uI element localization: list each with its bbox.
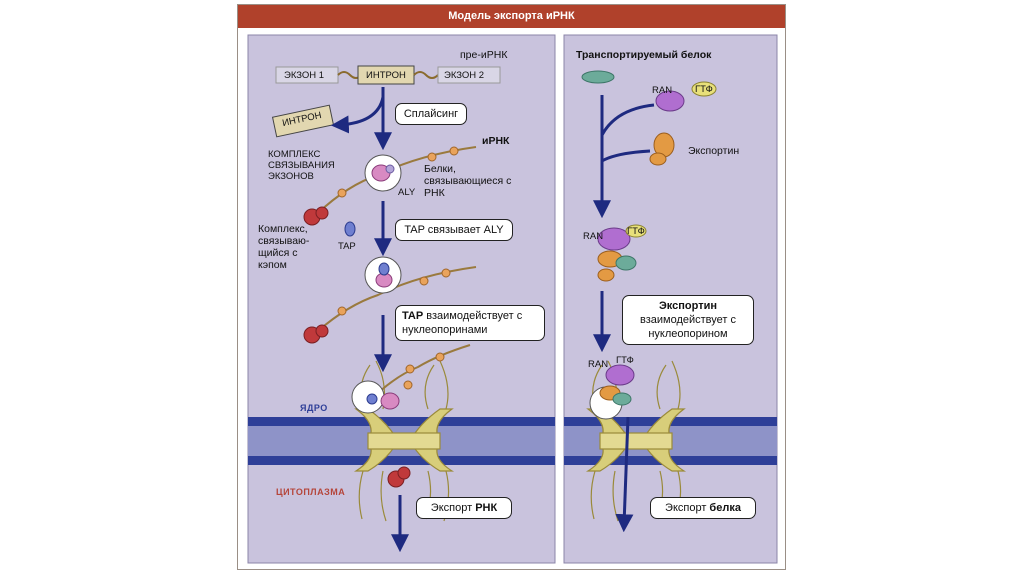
cargo-protein bbox=[581, 70, 615, 84]
tap-interacts-box: TAP взаимодействует с нуклеопоринами bbox=[395, 305, 545, 341]
exportin-protein bbox=[649, 132, 675, 166]
pre-mrna-label: пре-иРНК bbox=[460, 49, 508, 61]
ejc-label: КОМПЛЕКС СВЯЗЫВАНИЯ ЭКЗОНОВ bbox=[268, 149, 335, 182]
exportin-label: Экспортин bbox=[688, 145, 740, 157]
tap-interacts-rest: взаимодействует с нуклеопоринами bbox=[402, 310, 523, 336]
rna-binding-proteins bbox=[337, 146, 459, 374]
exon-junction-complex bbox=[364, 154, 402, 192]
exportin-interacts-bold: Экспортин bbox=[658, 300, 718, 312]
export-complex-pore bbox=[589, 364, 635, 420]
tap-interacts-bold: TAP bbox=[402, 310, 424, 322]
mrna-export-figure: Модель экспорта иРНК bbox=[237, 4, 786, 570]
tap-protein bbox=[344, 221, 356, 237]
cap-binding-complexes bbox=[303, 206, 411, 488]
nucleus-label: ЯДРО bbox=[300, 403, 328, 413]
gtp-label-mid: ГТФ bbox=[627, 226, 645, 237]
flow-arrows-left bbox=[330, 87, 409, 553]
mrnp-at-pore bbox=[351, 380, 413, 414]
exportin-interacts-box: Экспортин взаимодействует с нуклеопорино… bbox=[622, 295, 754, 345]
spliced-intron bbox=[271, 104, 335, 138]
flow-arrows-right bbox=[593, 95, 655, 533]
splicing-box: Сплайсинг bbox=[395, 103, 467, 125]
export-rna-box: Экспорт РНК bbox=[416, 497, 512, 519]
export-protein-box: Экспорт белка bbox=[650, 497, 756, 519]
exportin-interacts-rest: взаимодействует с нуклеопорином bbox=[639, 314, 736, 340]
tap-label: TAP bbox=[338, 241, 356, 252]
cytoplasm-label: ЦИТОПЛАЗМА bbox=[276, 487, 346, 497]
rbp-label: Белки, связывающиеся с РНК bbox=[424, 163, 512, 199]
exon2-label: ЭКЗОН 2 bbox=[444, 70, 485, 81]
ran-label-pore: RAN bbox=[588, 359, 609, 370]
tap-binds-box: TAP связывает ALY bbox=[395, 219, 513, 241]
export-protein-prefix: Экспорт bbox=[665, 502, 710, 514]
aly-label: ALY bbox=[398, 187, 416, 198]
ran-label-top: RAN bbox=[652, 85, 673, 96]
mrna-label: иРНК bbox=[482, 135, 510, 147]
figure-title: Модель экспорта иРНК bbox=[238, 5, 785, 28]
gtp-label-top: ГТФ bbox=[695, 84, 713, 95]
export-rna-bold: РНК bbox=[475, 502, 498, 514]
exon1-label: ЭКЗОН 1 bbox=[284, 70, 325, 81]
pre-mrna bbox=[275, 65, 501, 85]
cap-complex-label: Комплекс, связываю-щийся с кэпом bbox=[258, 223, 310, 271]
cargo-label: Транспортируемый белок bbox=[576, 49, 712, 61]
ran-label-mid: RAN bbox=[583, 231, 604, 242]
exon2-box bbox=[437, 66, 501, 84]
intron-label: ИНТРОН bbox=[366, 70, 406, 81]
nuclear-pore-left bbox=[353, 360, 455, 522]
gtp-label-pore: ГТФ bbox=[616, 355, 634, 366]
export-complex-mid bbox=[597, 224, 647, 282]
export-rna-prefix: Экспорт bbox=[430, 502, 476, 514]
tap-aly-complex bbox=[364, 256, 402, 294]
export-protein-bold: белка bbox=[709, 502, 741, 514]
ran-gtp-complex-top bbox=[655, 81, 717, 112]
